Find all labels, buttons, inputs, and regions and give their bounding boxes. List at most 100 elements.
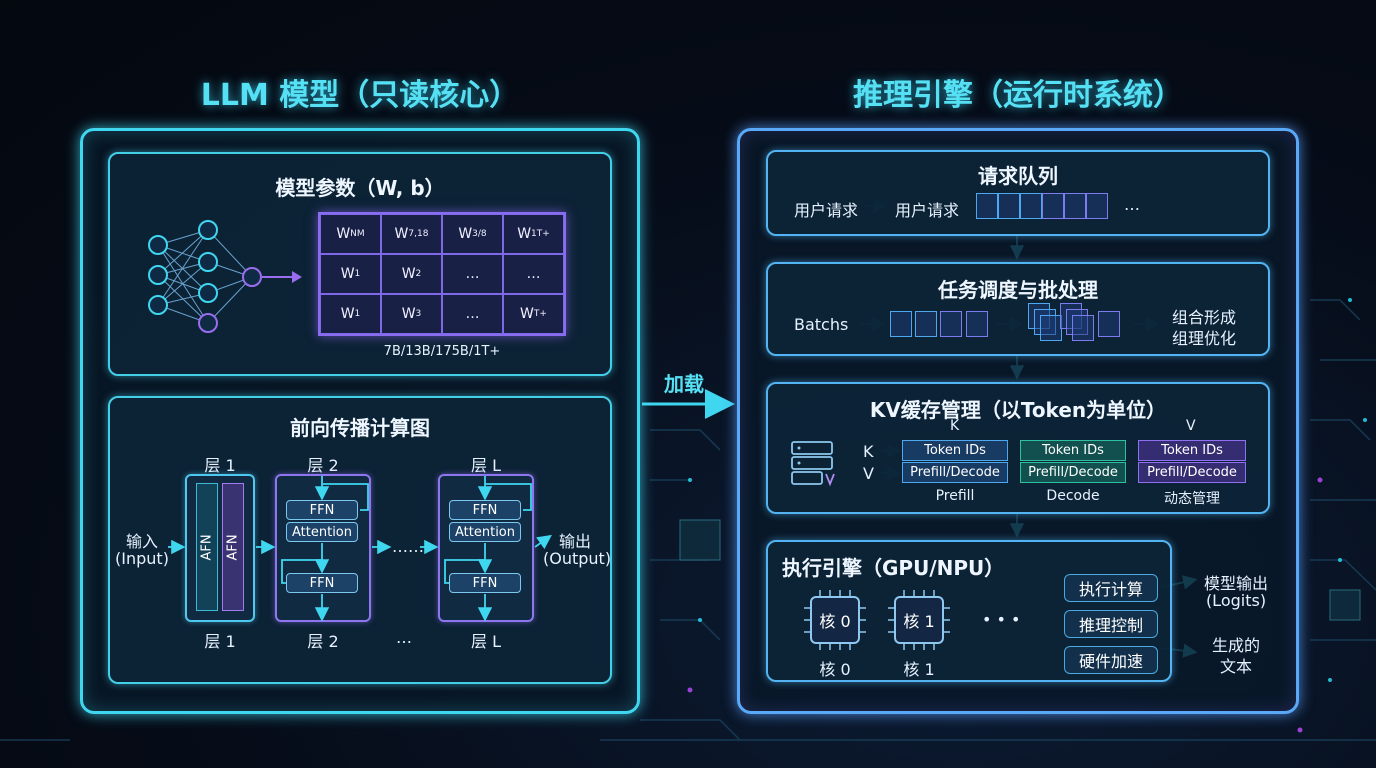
- matrix-cell-base: W: [340, 266, 355, 282]
- matrix-cell-base: W: [401, 306, 416, 322]
- layer2-top-label: 层 2: [307, 456, 339, 475]
- user-request-1: 用户请求: [794, 201, 859, 220]
- matrix-cell-base: …: [526, 266, 541, 282]
- layer1-bottom-label: 层 1: [204, 632, 236, 651]
- queue-slot: [1064, 193, 1086, 219]
- kv-k-arrow-label: K: [863, 442, 874, 461]
- matrix-cell-subscript: 2: [415, 269, 422, 279]
- batch-slot: [890, 311, 912, 337]
- scheduling-title: 任务调度与批处理: [938, 278, 1098, 302]
- model-output-line1: 模型输出: [1203, 574, 1268, 593]
- layer2-ffn2-module: FFN: [286, 573, 358, 593]
- core-dots: • • •: [982, 610, 1021, 629]
- kv-prefill-token-ids: Token IDs: [902, 440, 1008, 461]
- stacked-batch: [1098, 311, 1120, 337]
- layer2-bottom-label: 层 2: [307, 632, 339, 651]
- matrix-cell: …: [442, 254, 503, 294]
- execution-engine-title: 执行引擎（GPU/NPU）: [782, 556, 1005, 580]
- exec-compute-button: 执行计算: [1064, 574, 1158, 602]
- matrix-cell: …: [442, 294, 503, 334]
- kv-v-top-label: V: [1186, 418, 1196, 434]
- generated-text-line2: 文本: [1219, 657, 1252, 676]
- scheduling-box: [766, 262, 1270, 356]
- matrix-cell-base: W: [520, 306, 534, 322]
- queue-slot: [976, 193, 998, 219]
- layer2-attention-module: Attention: [286, 522, 358, 542]
- model-output-line2: (Logits): [1205, 591, 1267, 610]
- batch-slot: [915, 311, 937, 337]
- layerL-attention-module: Attention: [449, 522, 521, 542]
- matrix-cell-subscript: 3/8: [472, 229, 487, 239]
- matrix-cell-base: W: [517, 226, 532, 242]
- layerL-bottom-label: 层 L: [470, 632, 501, 651]
- schedule-result-line1: 组合形成: [1172, 308, 1237, 327]
- stacked-batch: [1040, 315, 1062, 341]
- neural-network-icon: [148, 220, 302, 333]
- batch-slot: [940, 311, 962, 337]
- layer-dots-bottom: …: [396, 628, 412, 647]
- matrix-cell-subscript: 1T+: [531, 229, 550, 239]
- kv-cache-title: KV缓存管理（以Token为单位）: [869, 398, 1167, 422]
- matrix-cell-subscript: 3: [415, 309, 422, 319]
- layer1-top-label: 层 1: [204, 456, 236, 475]
- matrix-cell-base: …: [465, 266, 480, 282]
- core-1-label: 核 1: [903, 660, 935, 679]
- layer1-bar-a: AFN: [196, 483, 218, 611]
- matrix-cell-base: W: [401, 266, 416, 282]
- output-label: 输出: [558, 532, 591, 551]
- inference-control-button: 推理控制: [1064, 610, 1158, 638]
- matrix-cell-subscript: 1: [354, 309, 361, 319]
- kv-decode-phase: Prefill/Decode: [1020, 462, 1126, 483]
- stacked-batch: [1072, 315, 1094, 341]
- hardware-acceleration-button: 硬件加速: [1064, 646, 1158, 674]
- right-title: 推理引擎（运行时系统）: [853, 78, 1183, 113]
- kv-v-arrow-label: V: [863, 464, 874, 483]
- matrix-cell-subscript: NM: [350, 229, 365, 239]
- matrix-cell: …: [503, 254, 564, 294]
- layer-dots: ……: [392, 537, 424, 556]
- user-request-2: 用户请求: [895, 201, 960, 220]
- core-0-chip: 核 0: [810, 596, 860, 644]
- layer1-bar-b: AFN: [222, 483, 244, 611]
- queue-slot: [1020, 193, 1042, 219]
- generated-text-line1: 生成的: [1211, 636, 1260, 655]
- kv-prefill-phase: Prefill/Decode: [902, 462, 1008, 483]
- load-label: 加载: [664, 372, 704, 396]
- model-sizes-label: 7B/13B/175B/1T+: [383, 344, 501, 359]
- queue-slot: [998, 193, 1020, 219]
- queue-dots: …: [1124, 195, 1140, 214]
- kv-dynamic-token-ids: Token IDs: [1138, 440, 1246, 461]
- queue-slot: [1086, 193, 1108, 219]
- output-en-label: (Output): [543, 549, 612, 568]
- matrix-cell-base: W: [336, 226, 351, 242]
- kv-k-top-label: K: [950, 418, 960, 434]
- matrix-cell-subscript: 1: [354, 269, 361, 279]
- chip-icon: [888, 590, 950, 650]
- model-params-box: [108, 152, 612, 376]
- schedule-result-line2: 组理优化: [1172, 329, 1237, 348]
- core-0-label: 核 0: [819, 660, 851, 679]
- core-1-chip: 核 1: [894, 596, 944, 644]
- kv-decode-token-ids: Token IDs: [1020, 440, 1126, 461]
- left-title: LLM 模型（只读核心）: [200, 78, 520, 113]
- matrix-cell-subscript: 7,18: [408, 229, 429, 239]
- forward-graph-title: 前向传播计算图: [290, 416, 430, 440]
- batchs-label: Batchs: [794, 315, 849, 334]
- input-label: 输入: [125, 532, 158, 551]
- matrix-cell-base: W: [340, 306, 355, 322]
- matrix-cell-subscript: T+: [533, 309, 547, 319]
- queue-slot: [1042, 193, 1064, 219]
- request-queue-title: 请求队列: [978, 164, 1058, 188]
- kv-col-dynamic: 动态管理: [1164, 491, 1220, 507]
- layerL-top-label: 层 L: [470, 456, 501, 475]
